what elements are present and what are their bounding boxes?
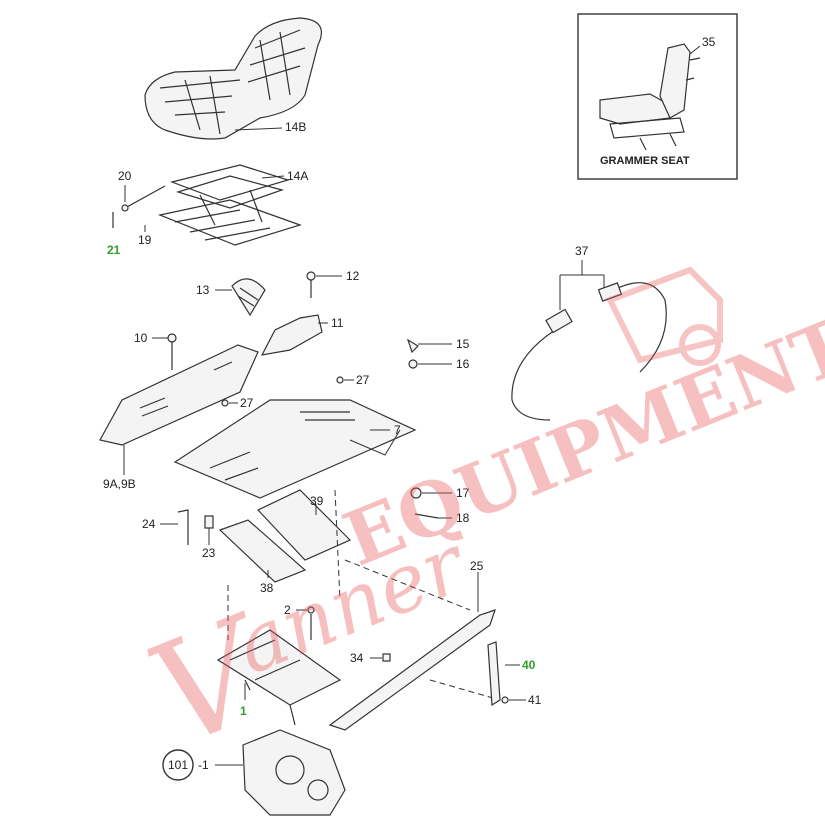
callout-38: 38 [260, 581, 274, 595]
callout-19: 19 [138, 233, 152, 247]
bolt-27a [336, 376, 344, 384]
bracket-40 [487, 641, 501, 707]
callout-40: 40 [522, 658, 536, 672]
callout-17: 17 [456, 486, 470, 500]
plate-38 [218, 519, 307, 583]
inset-callout-35: 35 [702, 35, 716, 49]
transmission-housing [242, 729, 346, 816]
callout-27a: 27 [356, 373, 370, 387]
grommet-17 [410, 487, 422, 499]
screw-18 [414, 513, 439, 519]
callout-7: 7 [394, 423, 401, 437]
callout-101-suffix: -1 [198, 758, 209, 772]
callout-25: 25 [470, 559, 484, 573]
plate-39 [256, 489, 352, 561]
nut-16 [408, 359, 418, 369]
reference-circle-101 [162, 749, 194, 781]
callout-11: 11 [331, 316, 344, 330]
screw-41 [501, 696, 509, 704]
callout-10: 10 [134, 331, 148, 345]
inset-title: GRAMMER SEAT [600, 155, 690, 167]
adjust-knob-13 [231, 278, 266, 317]
seat-suspension-14a [157, 164, 302, 246]
svg-text:EQUIPMENT: EQUIPMENT [332, 303, 825, 584]
callout-15: 15 [456, 337, 470, 351]
callout-20: 20 [118, 169, 132, 183]
bolt-2 [307, 606, 315, 614]
callout-18: 18 [456, 511, 470, 525]
callout-24: 24 [142, 517, 156, 531]
rail-25 [328, 609, 496, 731]
tractor-watermark-icon [605, 266, 723, 366]
callout-2: 2 [284, 603, 291, 617]
floor-plate-7 [173, 399, 417, 499]
callout-37: 37 [575, 244, 589, 258]
callout-101: 101 [168, 758, 188, 772]
rod-24 [177, 509, 189, 545]
bracket-11 [260, 314, 323, 356]
bolt-10 [167, 333, 177, 343]
callout-14a: 14A [287, 169, 308, 183]
callout-9a-9b: 9A,9B [103, 477, 136, 491]
callout-21: 21 [107, 243, 121, 257]
callout-41: 41 [528, 693, 542, 707]
grammer-seat-inset: 35 GRAMMER SEAT [577, 13, 738, 180]
wingnut-15 [406, 338, 419, 354]
bolt-27b [221, 399, 229, 407]
seat-frame-1 [216, 629, 342, 726]
callout-16: 16 [456, 357, 470, 371]
side-panel-9 [99, 344, 259, 446]
nut-34 [382, 653, 391, 662]
callout-39: 39 [310, 494, 324, 508]
bolt-20 [121, 185, 166, 212]
seat-cushion-14b [144, 17, 322, 140]
callout-23: 23 [202, 546, 216, 560]
callout-13: 13 [196, 283, 210, 297]
callout-12: 12 [346, 269, 360, 283]
wiring-harness-37 [511, 282, 667, 421]
bolt-12 [306, 271, 316, 281]
callout-1: 1 [240, 704, 247, 718]
callout-14b: 14B [285, 120, 306, 134]
callout-34: 34 [350, 651, 364, 665]
callout-27b: 27 [240, 396, 254, 410]
clip-23 [204, 515, 214, 529]
